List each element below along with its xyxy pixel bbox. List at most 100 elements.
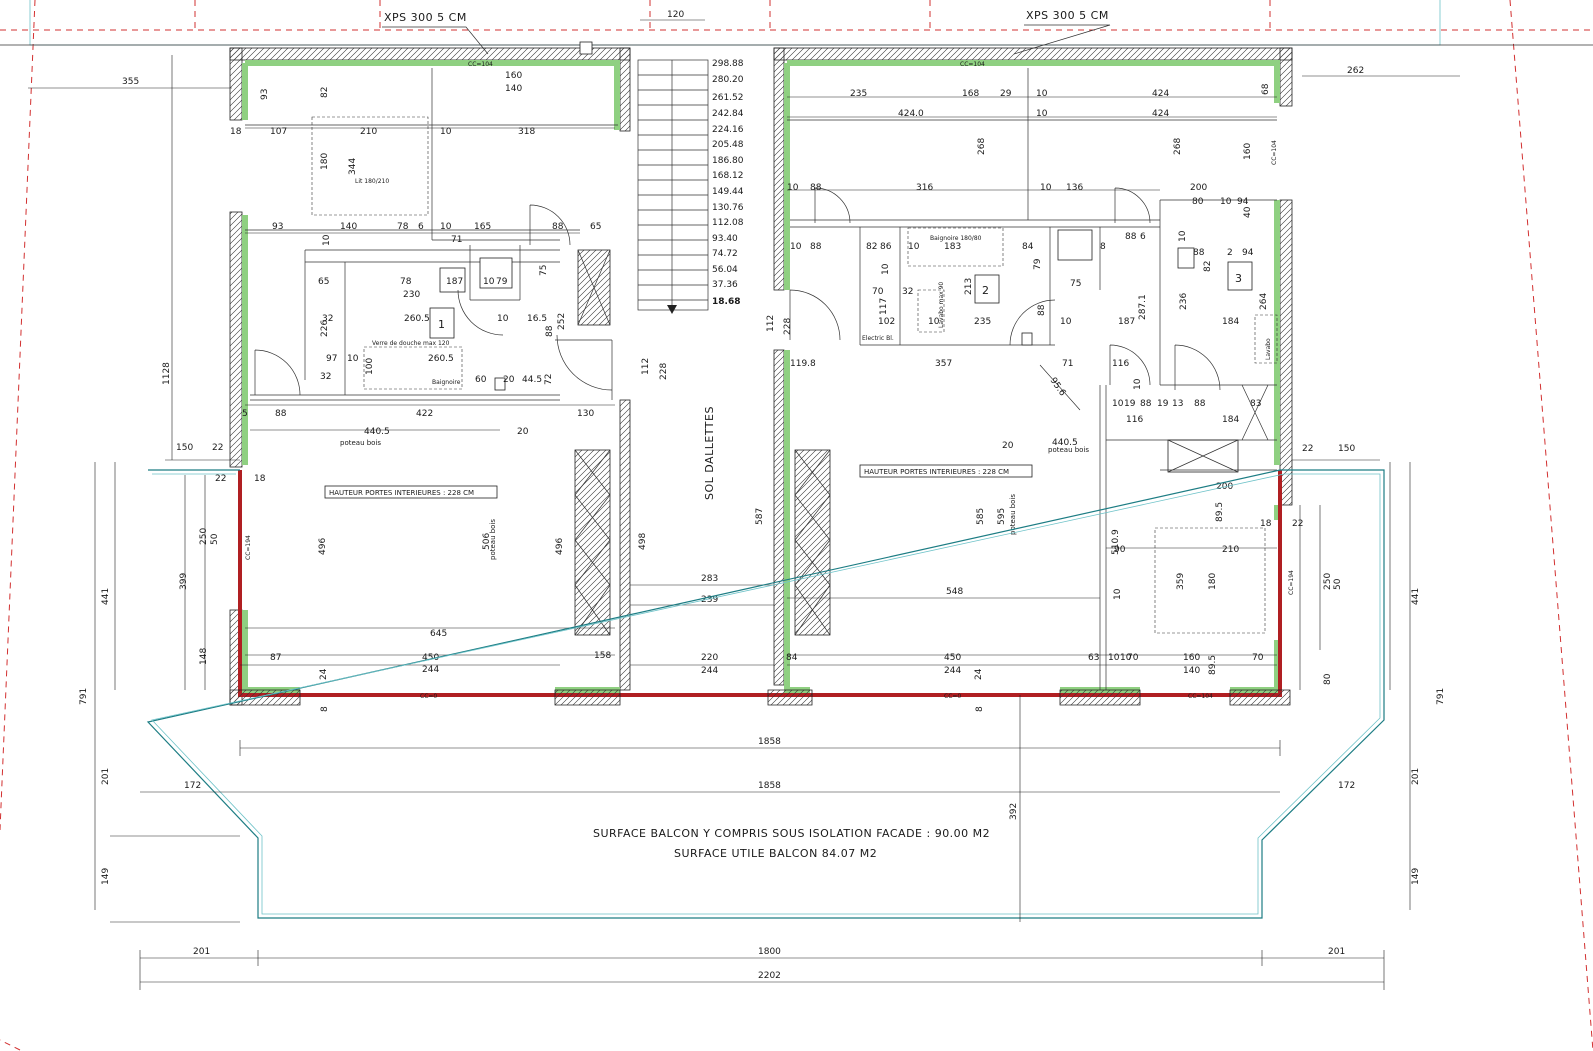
dim: 100: [365, 358, 375, 375]
unit-left-interior: Lit 180/210 1 Baignoire Verre de douche …: [245, 68, 618, 636]
dim: 75: [1070, 279, 1081, 289]
dim-355: 355: [122, 77, 139, 87]
unit-right-interior: Baignoire 180/80 2 3 Lavabo max 90 Elect…: [787, 68, 1278, 690]
bottom-dims: 1858 1858 172 172 201 201 392 149 149 20…: [101, 695, 1421, 990]
dim: 71: [451, 235, 462, 245]
dim-506: 506: [482, 533, 492, 550]
dim-90: 90: [1114, 545, 1126, 555]
door-height-note-left: HAUTEUR PORTES INTERIEURES : 228 CM: [329, 489, 474, 497]
stair-level: 56.04: [712, 265, 738, 275]
dim-50: 50: [1333, 578, 1343, 590]
dim: 10: [1036, 109, 1048, 119]
dim: 70: [872, 287, 884, 297]
stair-level: 261.52: [712, 93, 744, 103]
dim: 32: [320, 372, 331, 382]
dim-1128: 1128: [162, 362, 172, 385]
dim-201-bottom-right: 201: [1328, 947, 1345, 957]
dim-8: 8: [320, 706, 330, 712]
dim: 78: [397, 222, 409, 232]
dim: 344: [348, 158, 358, 175]
room-number-2: 2: [982, 284, 990, 297]
dim-172b: 172: [1338, 781, 1355, 791]
dim: 187: [1118, 317, 1135, 327]
dim: 79: [496, 277, 508, 287]
dim: 230: [403, 290, 420, 300]
cc-194: CC=194: [1288, 570, 1295, 595]
dim: 20: [1002, 441, 1014, 451]
dim: 10: [1060, 317, 1072, 327]
cc: CC=104: [1271, 140, 1278, 165]
dim: 20: [517, 427, 529, 437]
dim: 10: [1133, 378, 1143, 390]
post-label: poteau bois: [489, 519, 497, 560]
dim-24: 24: [319, 668, 329, 680]
dim-112: 112: [641, 358, 651, 375]
dim-22b: 22: [215, 474, 226, 484]
dim-8: 8: [975, 706, 985, 712]
dim: 82: [866, 242, 877, 252]
dim: 19: [1157, 399, 1169, 409]
right-dims: 22 150 548 585 595 510.9 90 210 359 180 …: [787, 444, 1446, 910]
top-dims: 120 355 262: [28, 10, 1460, 89]
dim: 165: [474, 222, 491, 232]
insulation-label-right: XPS 300 5 CM: [1026, 9, 1109, 22]
bath-label: Baignoire: [432, 379, 461, 386]
dim: 116: [1126, 415, 1143, 425]
stair-level: 37.36: [712, 280, 738, 290]
dim: 10: [881, 263, 891, 275]
dim: 268: [1173, 138, 1183, 155]
dim-201-bottom-left: 201: [193, 947, 210, 957]
stair-level: 205.48: [712, 140, 744, 150]
dim-70b: 70: [1252, 653, 1264, 663]
stair-levels: 298.88 280.20 261.52 242.84 224.16 205.4…: [712, 59, 744, 307]
dim: 316: [916, 183, 933, 193]
dim-149-right: 149: [1411, 868, 1421, 885]
dim-87: 87: [270, 653, 281, 663]
post-label: poteau bois: [340, 439, 381, 447]
dim: 19: [1124, 399, 1136, 409]
dim: 71: [1062, 359, 1073, 369]
dim-201-left: 201: [101, 768, 111, 785]
dim-50: 50: [210, 533, 220, 545]
stair-level: 280.20: [712, 75, 744, 85]
post-labels: poteau bois poteau bois poteau bois pote…: [340, 439, 1089, 560]
dim: 10: [440, 127, 452, 137]
dim-498: 498: [638, 533, 648, 550]
dim-250: 250: [199, 528, 209, 545]
dim-140: 140: [1183, 666, 1200, 676]
dim: 72: [544, 374, 554, 385]
dim-399: 399: [179, 573, 189, 590]
dim: 20: [503, 375, 515, 385]
dim-150: 150: [1338, 444, 1355, 454]
dim-392: 392: [1009, 803, 1019, 820]
dim-510-9: 510.9: [1111, 529, 1121, 555]
stair-level: 93.40: [712, 234, 738, 244]
dim: 88: [1125, 232, 1137, 242]
dim: 29: [1000, 89, 1012, 99]
cc-104: CC=104: [1188, 693, 1213, 700]
dim: 18: [1260, 519, 1272, 529]
dim: 187: [446, 277, 463, 287]
dim-24: 24: [974, 668, 984, 680]
dim: 422: [416, 409, 433, 419]
dim: 75: [539, 265, 549, 276]
dim: 60: [475, 375, 487, 385]
dim: 264: [1259, 293, 1269, 310]
dim: 183: [944, 242, 961, 252]
dim: 10: [347, 354, 359, 364]
cc-0: CC=0: [420, 693, 437, 700]
dim: 107: [270, 127, 287, 137]
stair-level: 224.16: [712, 125, 744, 135]
dim-10b: 10: [1120, 653, 1132, 663]
stair: 298.88 280.20 261.52 242.84 224.16 205.4…: [637, 59, 744, 314]
dim: 89.5: [1215, 502, 1225, 522]
dim: 136: [1066, 183, 1083, 193]
dim: 10: [787, 183, 799, 193]
dim: 80: [1192, 197, 1204, 207]
dim: 93: [260, 89, 270, 100]
dim-63: 63: [1088, 653, 1099, 663]
dim: 18: [230, 127, 242, 137]
dim: 79: [1033, 258, 1043, 270]
unit-right-walls: [773, 47, 1293, 693]
